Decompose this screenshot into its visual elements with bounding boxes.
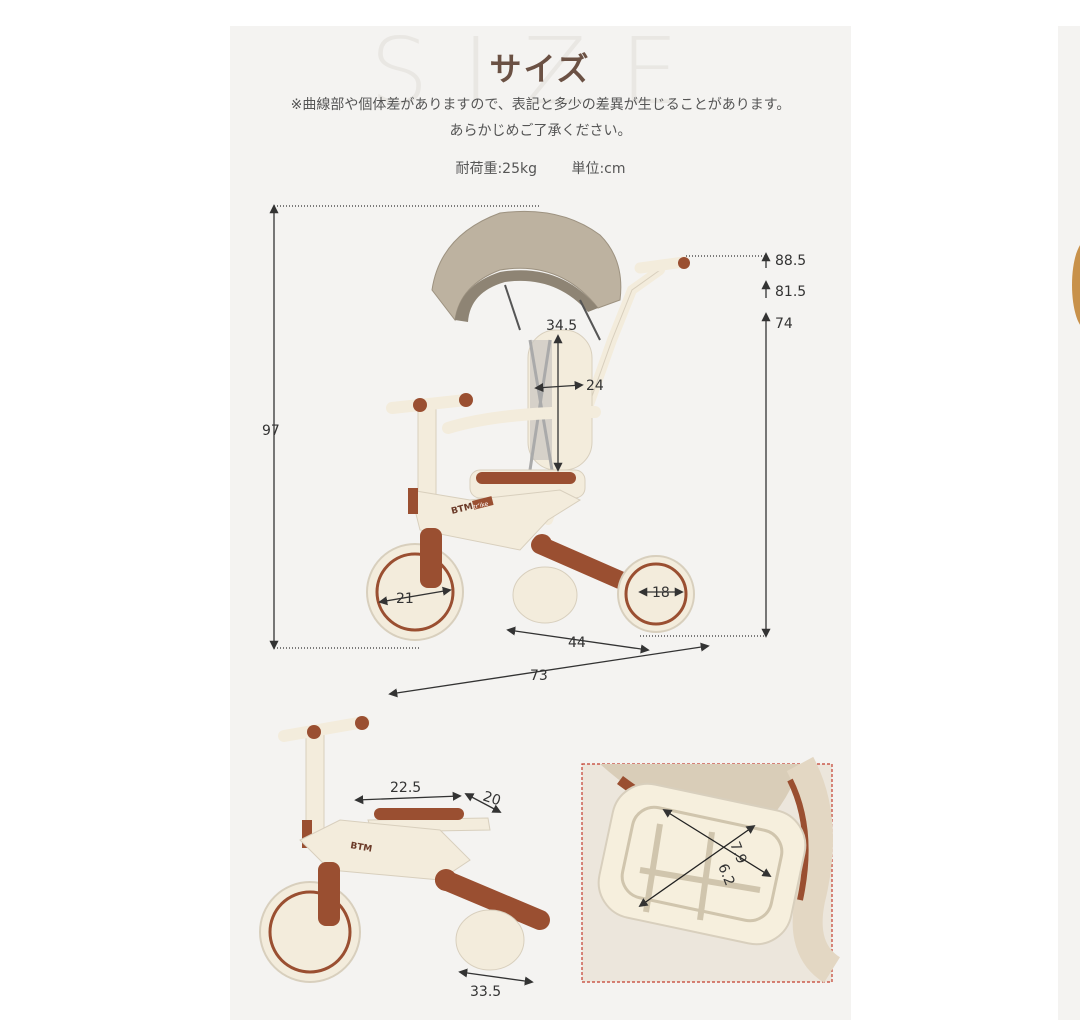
size-watermark: SIZE — [370, 18, 713, 125]
dim-seat-length: 22.5 — [390, 780, 421, 796]
dim-total-length: 73 — [530, 668, 548, 684]
small-trike: BTM — [259, 716, 550, 983]
dim-seat-width: 20 — [481, 789, 503, 810]
spec-line: 耐荷重:25kg 単位:cm — [230, 158, 851, 178]
brand-label-small: BTM — [349, 841, 372, 855]
dim-pedal-width: 6.2 — [714, 862, 737, 889]
adjacent-panel-decoration — [1072, 240, 1080, 330]
main-trike: BTM tr'ike — [366, 210, 695, 641]
disclaimer-line-1: ※曲線部や個体差がありますので、表記と多少の差異が生じることがあります。 — [290, 97, 791, 113]
page-title: サイズ — [489, 50, 591, 88]
main-dimension-lines — [269, 204, 771, 698]
dim-total-height: 97 — [262, 423, 280, 439]
dim-handle-high: 88.5 — [775, 253, 806, 269]
small-dimension-lines — [354, 791, 534, 986]
model-label: tr'ike — [473, 500, 490, 511]
small-dimension-labels: 22.5 20 33.5 — [390, 780, 503, 1000]
dim-rear-wheel: 18 — [652, 585, 670, 601]
pedal-dimension-lines — [638, 809, 772, 908]
dim-handle-low: 74 — [775, 316, 793, 332]
disclaimer-line-2: あらかじめご了承ください。 — [449, 123, 632, 139]
dim-front-wheel: 21 — [396, 591, 414, 607]
dim-seat-back-width: 24 — [586, 378, 604, 394]
unit-label: 単位:cm — [571, 161, 626, 177]
load-capacity: 耐荷重:25kg — [455, 161, 537, 177]
main-dimension-labels: 97 88.5 81.5 74 34.5 24 21 18 44 73 — [262, 253, 806, 684]
dim-pedal-length: 7.9 — [726, 840, 749, 867]
dim-seat-back-height: 34.5 — [546, 318, 577, 334]
dim-rear-width: 33.5 — [470, 984, 501, 1000]
pedal-dimension-labels: 7.9 6.2 — [714, 840, 749, 889]
dim-handle-mid: 81.5 — [775, 284, 806, 300]
dim-wheelbase: 44 — [568, 635, 586, 651]
pedal-inset — [581, 756, 841, 983]
